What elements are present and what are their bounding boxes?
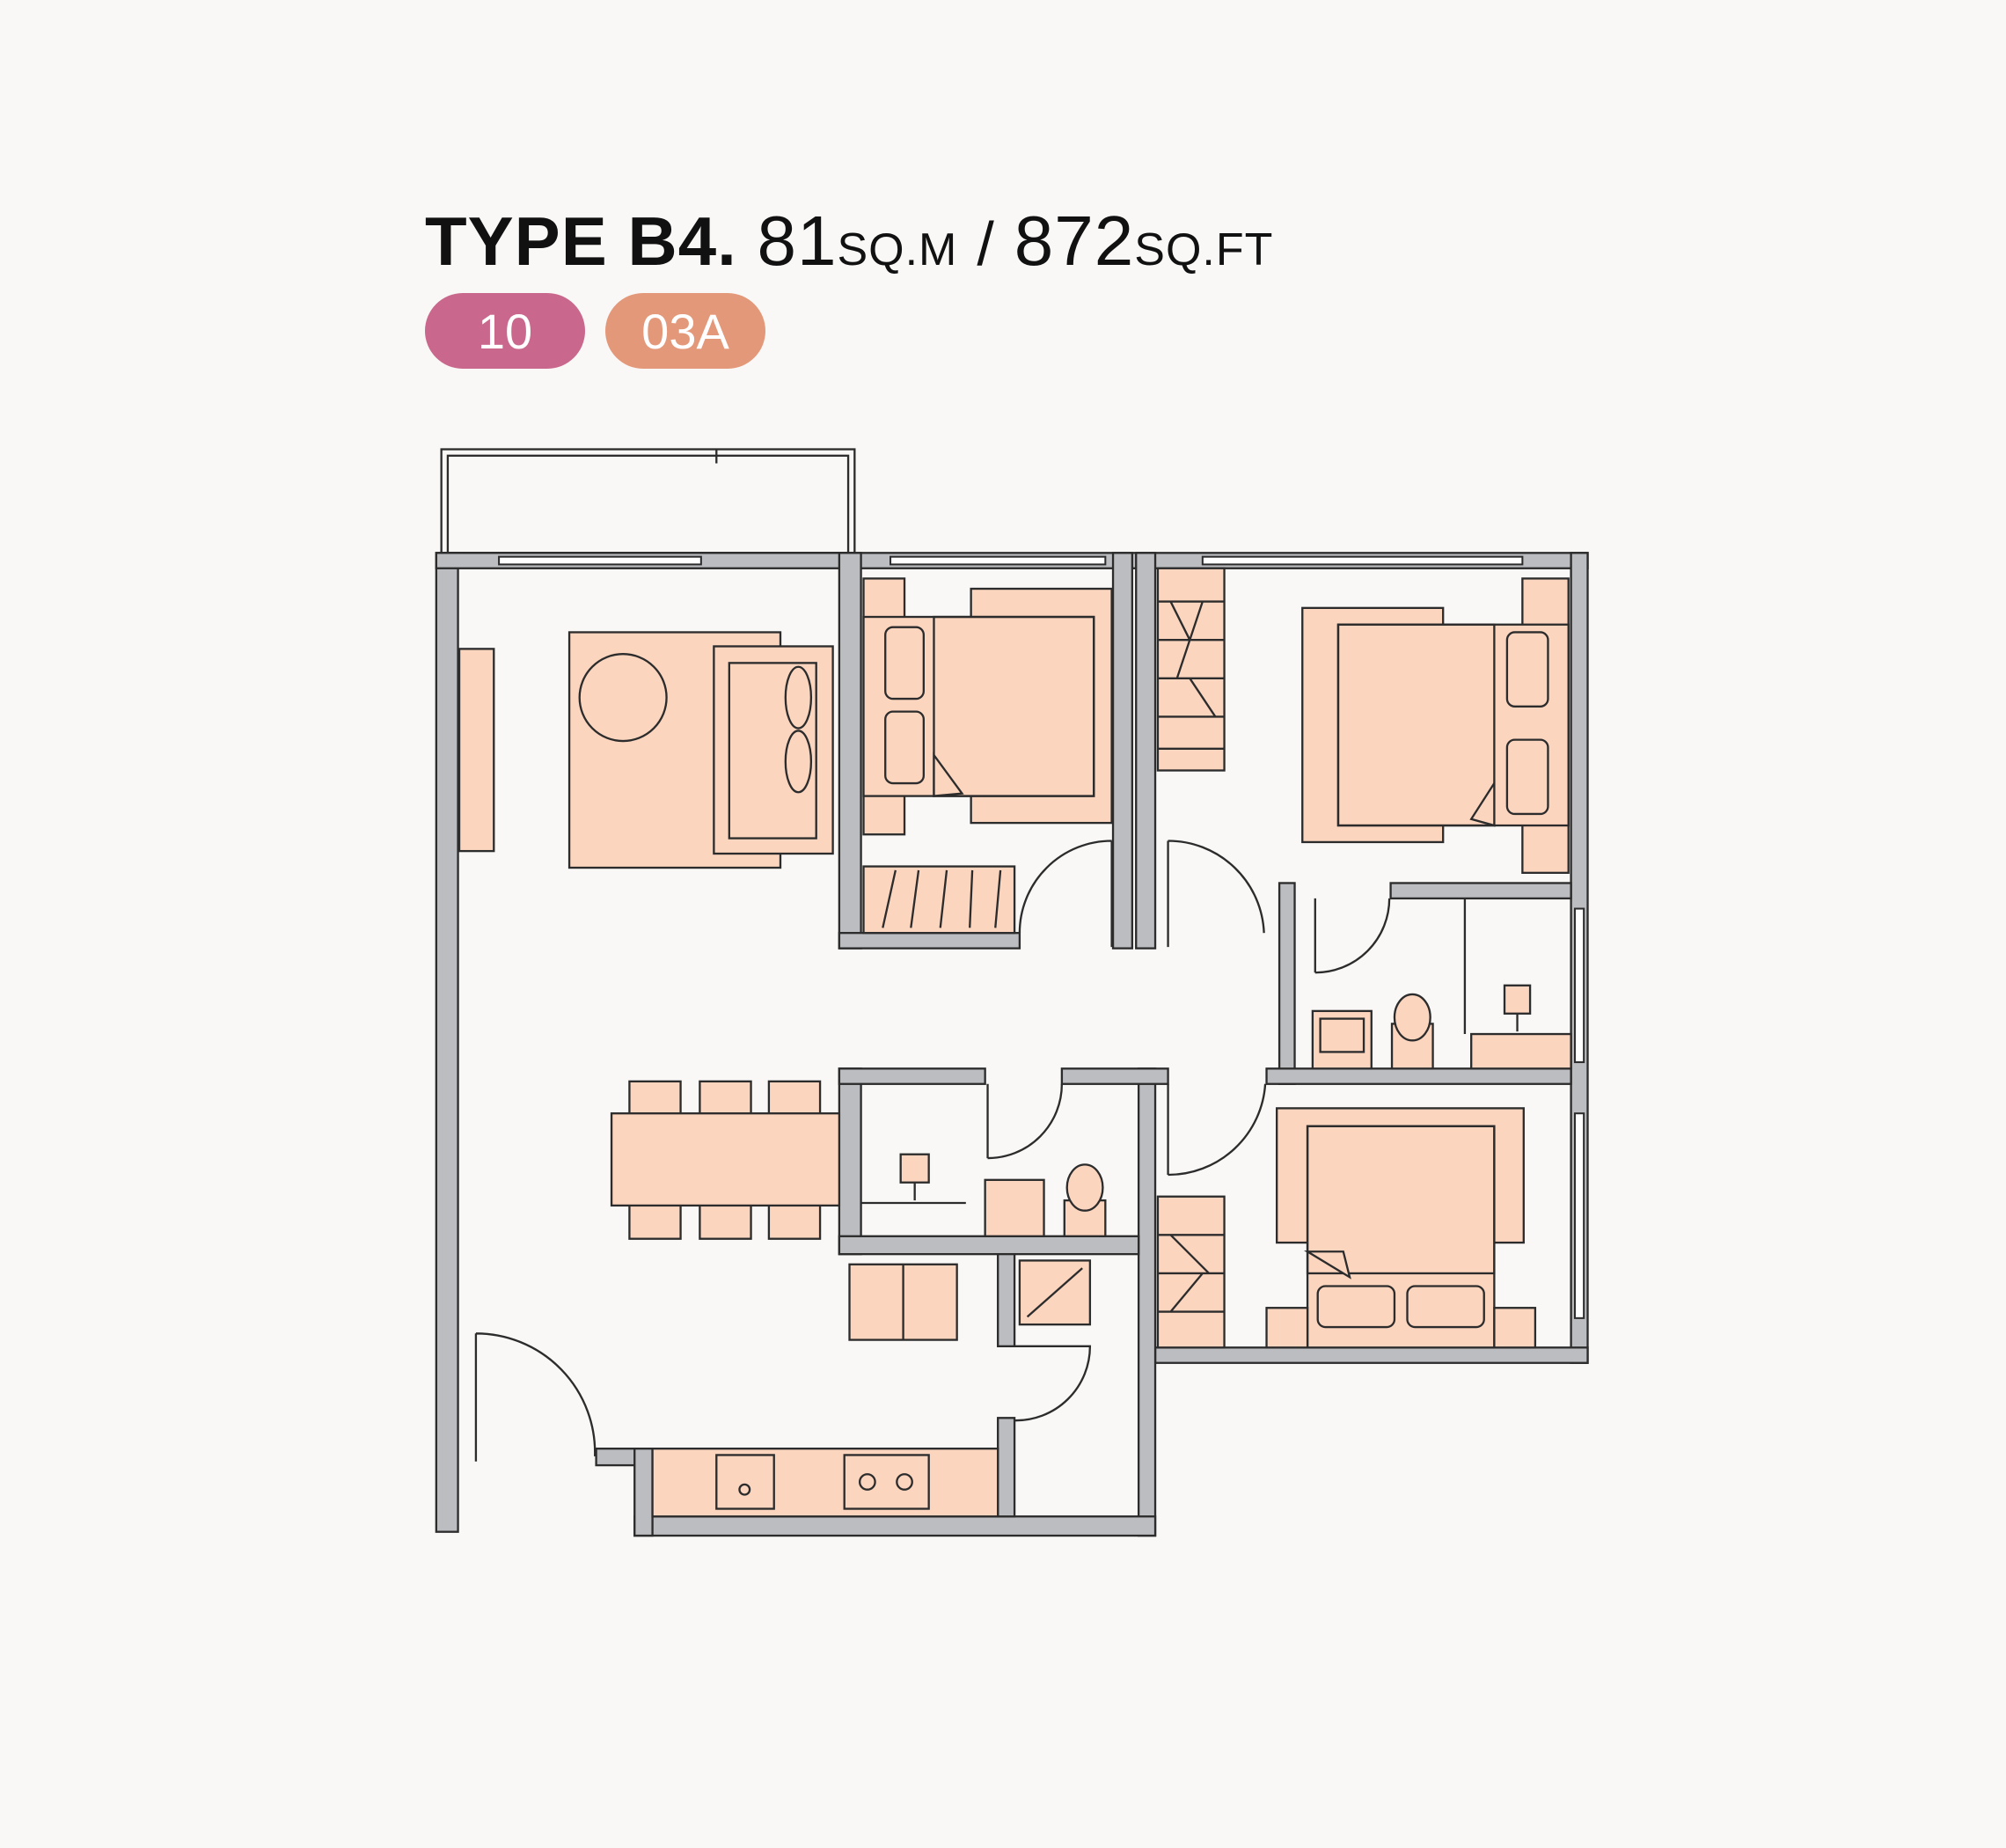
living-furniture (458, 631, 834, 869)
kitchen (651, 1259, 1092, 1518)
balcony (440, 448, 856, 554)
area-sqm: 81 (757, 202, 838, 280)
separator: / (977, 209, 995, 278)
sqft-unit: SQ.FT (1134, 224, 1274, 275)
doors[interactable] (474, 840, 1391, 1462)
bedroom-3 (1156, 1107, 1537, 1349)
ensuite-bathroom (1311, 898, 1572, 1070)
sqm-unit: SQ.M (837, 224, 958, 275)
area-sqft: 872 (1014, 202, 1135, 280)
master-bedroom (1156, 567, 1570, 874)
bedroom-2 (862, 577, 1113, 935)
windows (498, 555, 1585, 1319)
unit-badge: 03A (605, 293, 765, 369)
dining-set (610, 1080, 841, 1240)
unit-type: TYPE B4. (425, 202, 737, 280)
floor-badge: 10 (425, 293, 585, 369)
walls (435, 552, 1589, 1537)
unit-title: TYPE B4. 81SQ.M / 872SQ.FT (425, 201, 1273, 282)
common-bathroom (860, 1153, 1107, 1237)
